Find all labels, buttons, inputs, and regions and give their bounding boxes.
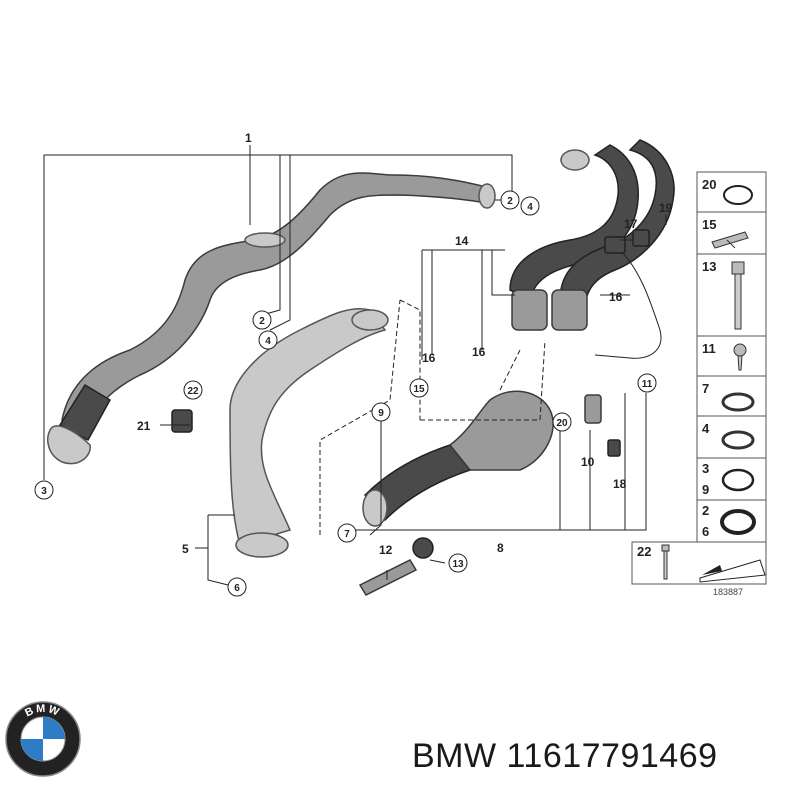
callout-14: 14 xyxy=(455,234,469,248)
diagram-ref-number: 183887 xyxy=(713,587,743,597)
sensor-17 xyxy=(604,236,626,254)
callout-ring xyxy=(500,190,520,210)
callout-19: 19 xyxy=(659,201,673,215)
callout-11: 11 xyxy=(642,379,653,390)
charge-pipe-lower xyxy=(229,308,389,558)
callout-ring xyxy=(183,380,203,400)
callout-9: 9 xyxy=(378,408,384,419)
callout-16b: 16 xyxy=(422,351,436,365)
callout-22: 22 xyxy=(187,386,199,397)
hose-assembly-upper xyxy=(509,139,675,331)
callout-4b: 4 xyxy=(265,336,271,347)
pin-head-icon xyxy=(661,544,670,552)
callout-ring xyxy=(227,577,247,597)
bmw-logo: BMW xyxy=(5,701,81,777)
hose-clamp-icon xyxy=(721,430,755,450)
callout-ring xyxy=(409,378,429,398)
clamp-13 xyxy=(412,537,434,559)
hose-clamp-icon xyxy=(721,392,755,412)
bracket-21 xyxy=(171,409,193,433)
callout-20: 20 xyxy=(556,418,568,429)
callout-ring xyxy=(448,553,468,573)
callout-ring xyxy=(371,402,391,422)
bolt-shaft-icon xyxy=(734,273,742,330)
callout-3: 3 xyxy=(41,486,47,497)
callout-16a: 16 xyxy=(609,290,623,304)
legend-22: 22 xyxy=(637,544,651,559)
callout-1: 1 xyxy=(245,131,252,145)
callout-13: 13 xyxy=(452,559,464,570)
reference-dashes xyxy=(319,299,546,535)
screw-shaft-icon xyxy=(737,355,743,371)
callout-labels: 1 2 4 2 4 3 22 21 5 6 14 17 19 16 16 16 … xyxy=(34,131,673,597)
sensor-19 xyxy=(632,229,650,247)
seal-ring-icon xyxy=(720,509,756,535)
logo-letters: BMW xyxy=(23,703,60,720)
sensor-wire xyxy=(594,249,662,359)
roundel-quadrant xyxy=(43,717,65,739)
callout-12: 12 xyxy=(379,543,393,557)
callout-ring xyxy=(520,196,540,216)
legend-20: 20 xyxy=(702,177,716,192)
o-ring-icon xyxy=(723,185,753,205)
callout-16c: 16 xyxy=(472,345,486,359)
callout-6: 6 xyxy=(234,583,240,594)
legend-4: 4 xyxy=(702,421,710,436)
callout-10: 10 xyxy=(581,455,595,469)
legend-9: 9 xyxy=(702,482,709,497)
parts-legend: 20 15 13 11 7 4 3 9 2 6 22 xyxy=(631,171,767,597)
bracket-12 xyxy=(358,559,418,596)
callout-ring xyxy=(552,412,572,432)
arrow-pointer-icon xyxy=(699,559,766,583)
callout-ring xyxy=(252,310,272,330)
arrow-head-icon xyxy=(702,565,722,575)
charge-pipe-upper xyxy=(47,172,496,465)
roundel-quadrant xyxy=(21,739,43,761)
connector-icon xyxy=(711,231,749,249)
legend-6: 6 xyxy=(702,524,709,539)
legend-2: 2 xyxy=(702,503,709,518)
legend-15: 15 xyxy=(702,217,716,232)
callout-4a: 4 xyxy=(527,202,533,213)
valve-10 xyxy=(584,394,602,424)
seal-ring-icon xyxy=(721,468,755,492)
svg-text:BMW: BMW xyxy=(23,703,62,720)
callout-18: 18 xyxy=(613,477,627,491)
legend-7: 7 xyxy=(702,381,709,396)
intake-hose-lower xyxy=(362,390,554,527)
callout-2b: 2 xyxy=(259,316,265,327)
sensor-18 xyxy=(607,439,621,457)
callout-5: 5 xyxy=(182,542,189,556)
legend-13: 13 xyxy=(702,259,716,274)
legend-3: 3 xyxy=(702,461,709,476)
callout-ring xyxy=(637,373,657,393)
bolt-head-icon xyxy=(731,261,745,275)
callout-7: 7 xyxy=(344,529,350,540)
legend-11: 11 xyxy=(702,341,716,356)
callout-17: 17 xyxy=(624,217,638,231)
callout-15: 15 xyxy=(413,384,425,395)
callout-8: 8 xyxy=(497,541,504,555)
callout-21: 21 xyxy=(137,419,151,433)
pin-shaft-icon xyxy=(663,550,668,580)
screw-head-icon xyxy=(733,343,747,357)
callout-ring xyxy=(34,480,54,500)
callout-ring xyxy=(258,330,278,350)
callout-ring xyxy=(337,523,357,543)
part-number-caption: BMW 11617791469 xyxy=(412,737,718,775)
callout-2a: 2 xyxy=(507,196,513,207)
